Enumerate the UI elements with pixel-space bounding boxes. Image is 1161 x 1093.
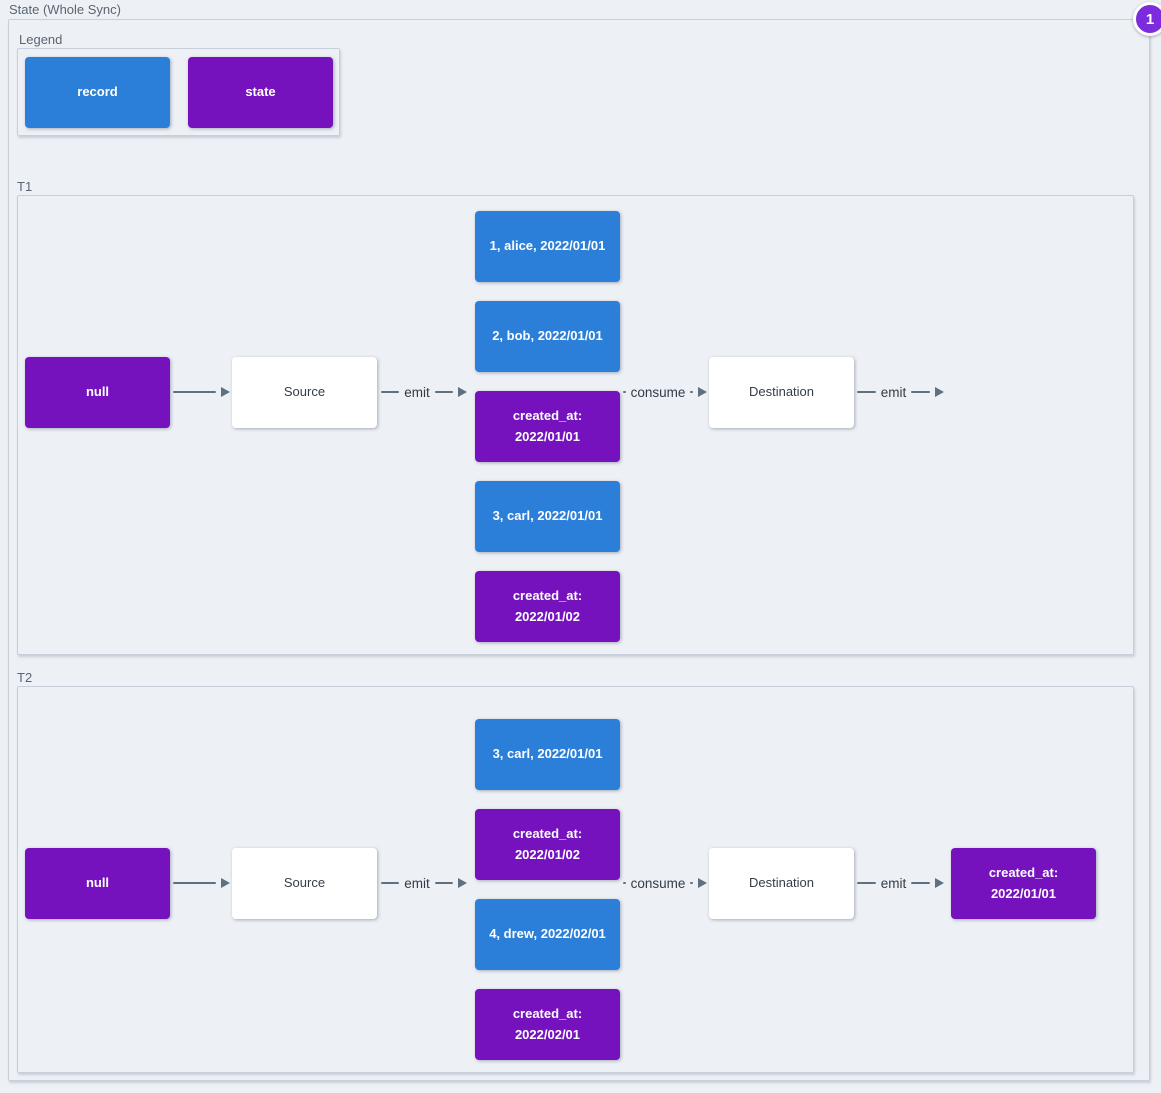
record-node: 2, bob, 2022/01/01 bbox=[475, 301, 620, 372]
subgraph-t2 bbox=[17, 686, 1134, 1073]
edge-line bbox=[911, 881, 931, 885]
edge-line bbox=[911, 390, 931, 394]
edge-line bbox=[857, 390, 876, 394]
arrowhead-icon bbox=[458, 878, 468, 888]
arrowhead-icon bbox=[458, 387, 468, 397]
record-node: 4, drew, 2022/02/01 bbox=[475, 899, 620, 970]
arrowhead-icon bbox=[698, 387, 707, 397]
edge-line bbox=[381, 390, 400, 394]
source-node: Source bbox=[232, 357, 377, 428]
diagram-title: State (Whole Sync) bbox=[9, 2, 121, 17]
legend-label: Legend bbox=[19, 32, 63, 47]
edge-label: emit bbox=[880, 875, 907, 891]
edge-label: consume bbox=[630, 875, 686, 891]
state-node: created_at: 2022/01/02 bbox=[475, 809, 620, 880]
arrowhead-icon bbox=[221, 387, 230, 397]
destination-node: Destination bbox=[709, 357, 854, 428]
subgraph-t1 bbox=[17, 195, 1134, 655]
record-node: 1, alice, 2022/01/01 bbox=[475, 211, 620, 282]
arrowhead-icon bbox=[935, 387, 945, 397]
edge-label: emit bbox=[880, 384, 907, 400]
edge-null-to-source bbox=[173, 381, 230, 403]
annotation-badge[interactable]: 1 bbox=[1133, 2, 1161, 36]
state-node: created_at: 2022/01/02 bbox=[475, 571, 620, 642]
edge-destination-emit: emit bbox=[857, 381, 945, 403]
legend-item-record: record bbox=[25, 57, 170, 128]
null-state-node: null bbox=[25, 357, 170, 428]
subgraph-label-t1: T1 bbox=[17, 179, 33, 194]
edge-line bbox=[857, 881, 876, 885]
arrowhead-icon bbox=[221, 878, 230, 888]
destination-node: Destination bbox=[709, 848, 854, 919]
legend-group bbox=[17, 48, 340, 136]
edge-line bbox=[434, 881, 454, 885]
source-node: Source bbox=[232, 848, 377, 919]
edge-line bbox=[173, 390, 216, 394]
edge-label: consume bbox=[630, 384, 686, 400]
edge-consume: consume bbox=[623, 381, 707, 403]
subgraph-label-t2: T2 bbox=[17, 670, 33, 685]
edge-source-emit: emit bbox=[381, 872, 468, 894]
edge-null-to-source bbox=[173, 872, 230, 894]
arrowhead-icon bbox=[698, 878, 707, 888]
edge-label: emit bbox=[404, 875, 430, 891]
edge-label: emit bbox=[404, 384, 430, 400]
edge-line bbox=[173, 881, 216, 885]
null-state-node: null bbox=[25, 848, 170, 919]
arrowhead-icon bbox=[935, 878, 945, 888]
edge-line bbox=[623, 881, 626, 885]
legend-item-state: state bbox=[188, 57, 333, 128]
output-state-node: created_at: 2022/01/01 bbox=[951, 848, 1096, 919]
edge-line bbox=[381, 881, 400, 885]
outer-group bbox=[8, 19, 1150, 1081]
state-node: created_at: 2022/01/01 bbox=[475, 391, 620, 462]
edge-destination-emit: emit bbox=[857, 872, 945, 894]
edge-line bbox=[690, 881, 693, 885]
edge-source-emit: emit bbox=[381, 381, 468, 403]
record-node: 3, carl, 2022/01/01 bbox=[475, 719, 620, 790]
edge-line bbox=[623, 390, 626, 394]
edge-consume: consume bbox=[623, 872, 707, 894]
state-node: created_at: 2022/02/01 bbox=[475, 989, 620, 1060]
record-node: 3, carl, 2022/01/01 bbox=[475, 481, 620, 552]
edge-line bbox=[690, 390, 693, 394]
edge-line bbox=[434, 390, 454, 394]
